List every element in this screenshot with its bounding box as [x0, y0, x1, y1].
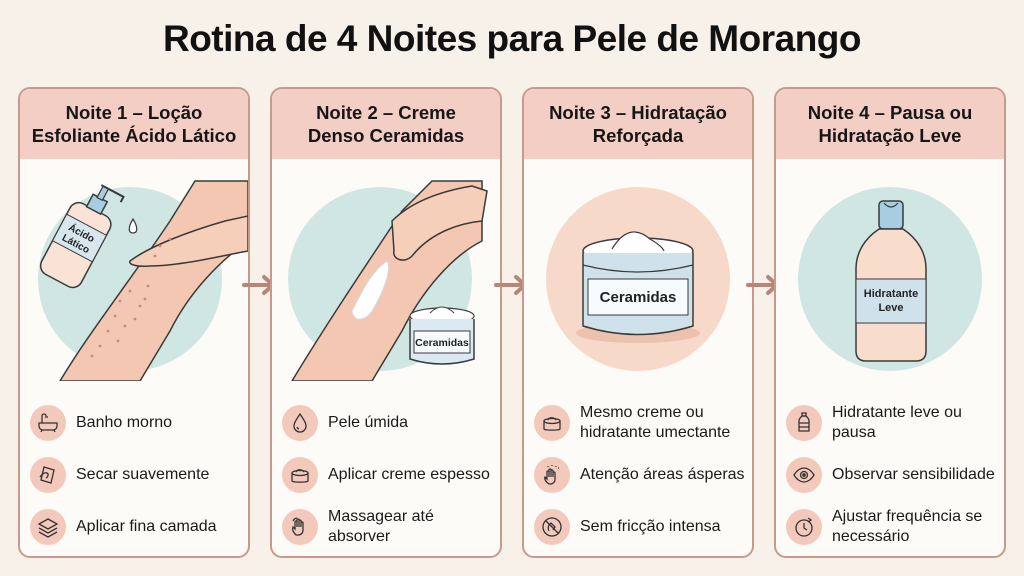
step-text: Observar sensibilidade: [832, 466, 995, 483]
step-text: Hidratante leve ou pausa: [832, 404, 962, 441]
step-text: Ajustar frequência se necessário: [832, 508, 983, 545]
step-text: Pele úmida: [328, 414, 409, 431]
step-item: Sem fricção intensa: [534, 501, 748, 553]
step-text: Secar suavemente: [76, 466, 210, 483]
cream-jar-icon: [282, 457, 318, 493]
step-item: Massagear até absorver: [282, 501, 496, 553]
hand-shape: [129, 215, 248, 267]
step-text: Sem fricção intensa: [580, 518, 721, 535]
night-1-title-line1: Noite 1 – Loção: [65, 102, 203, 123]
skin-bumps: [90, 237, 172, 358]
night-4-header: Noite 4 – Pausa ou Hidratação Leve: [776, 89, 1004, 159]
night-3-card: Noite 3 – Hidratação Reforçada Ceramidas…: [522, 87, 754, 558]
step-item: Secar suavemente: [30, 449, 244, 501]
night-3-steps: Mesmo creme ou hidratante umectante Aten…: [534, 397, 748, 553]
step-item: Banho morno: [30, 397, 244, 449]
lotion-drop: [128, 217, 138, 234]
bathtub-icon: [30, 405, 66, 441]
night-2-illustration: Ceramidas: [288, 180, 488, 381]
hand-shape: [391, 185, 488, 261]
night-4-title-line1: Noite 4 – Pausa ou: [807, 102, 973, 123]
night-4-illustration: Hidratante Leve: [798, 187, 982, 371]
page-title: Rotina de 4 Noites para Pele de Morango: [162, 18, 862, 59]
bottle-label-line2: Leve: [878, 302, 903, 314]
eye-icon: [786, 457, 822, 493]
jar-label: Ceramidas: [600, 289, 677, 306]
massage-hand-icon: [282, 509, 318, 545]
night-1-title-line2: Esfoliante Ácido Lático: [31, 125, 237, 146]
cream-jar: Ceramidas: [409, 306, 475, 365]
rough-hand-icon: [534, 457, 570, 493]
night-2-steps: Pele úmida Aplicar creme espesso Massage…: [282, 397, 496, 553]
bottle-icon: [786, 405, 822, 441]
step-item: Pele úmida: [282, 397, 496, 449]
step-text: Mesmo creme ou hidratante umectante: [580, 404, 731, 441]
night-4-title-line2: Hidratação Leve: [818, 125, 962, 146]
water-drop-icon: [282, 405, 318, 441]
night-1-illustration: Ácido Lático: [38, 180, 248, 381]
night-2-header: Noite 2 – Creme Denso Ceramidas: [272, 89, 500, 159]
step-item: Observar sensibilidade: [786, 449, 1000, 501]
night-1-steps: Banho morno Secar suavemente Aplicar fin…: [30, 397, 244, 553]
lotion-bottle: Hidratante Leve: [855, 200, 927, 362]
step-text: Massagear até absorver: [328, 508, 434, 545]
night-2-title-line2: Denso Ceramidas: [307, 125, 465, 146]
jar-label: Ceramidas: [415, 337, 469, 349]
step-item: Hidratante leve ou pausa: [786, 397, 1000, 449]
no-friction-icon: [534, 509, 570, 545]
pump-bottle: Ácido Lático: [39, 184, 125, 289]
step-text: Banho morno: [76, 414, 173, 431]
step-text: Aplicar fina camada: [76, 518, 217, 535]
step-item: Aplicar fina camada: [30, 501, 244, 553]
night-3-title-line2: Reforçada: [592, 125, 684, 146]
cream-jar-icon: [534, 405, 570, 441]
night-1-card: Noite 1 – Loção Esfoliante Ácido Lático …: [18, 87, 250, 558]
step-text: Atenção áreas ásperas: [580, 466, 745, 483]
towel-dry-icon: [30, 457, 66, 493]
cream-jar: Ceramidas: [582, 231, 694, 336]
step-item: Ajustar frequência se necessário: [786, 501, 1000, 553]
night-2-card: Noite 2 – Creme Denso Ceramidas Ceramida…: [270, 87, 502, 558]
night-4-steps: Hidratante leve ou pausa Observar sensib…: [786, 397, 1000, 553]
night-3-header: Noite 3 – Hidratação Reforçada: [524, 89, 752, 159]
layers-icon: [30, 509, 66, 545]
night-1-header: Noite 1 – Loção Esfoliante Ácido Lático: [20, 89, 248, 159]
bottle-label-line1: Hidratante: [864, 288, 918, 300]
clock-icon: [786, 509, 822, 545]
step-item: Aplicar creme espesso: [282, 449, 496, 501]
step-item: Atenção áreas ásperas: [534, 449, 748, 501]
step-item: Mesmo creme ou hidratante umectante: [534, 397, 748, 449]
night-4-card: Noite 4 – Pausa ou Hidratação Leve Hidra…: [774, 87, 1006, 558]
step-text: Aplicar creme espesso: [328, 466, 490, 483]
cream-smear: [351, 260, 389, 320]
night-3-title-line1: Noite 3 – Hidratação: [549, 102, 727, 123]
night-2-title-line1: Noite 2 – Creme: [316, 102, 456, 123]
night-3-illustration: Ceramidas: [546, 187, 730, 371]
